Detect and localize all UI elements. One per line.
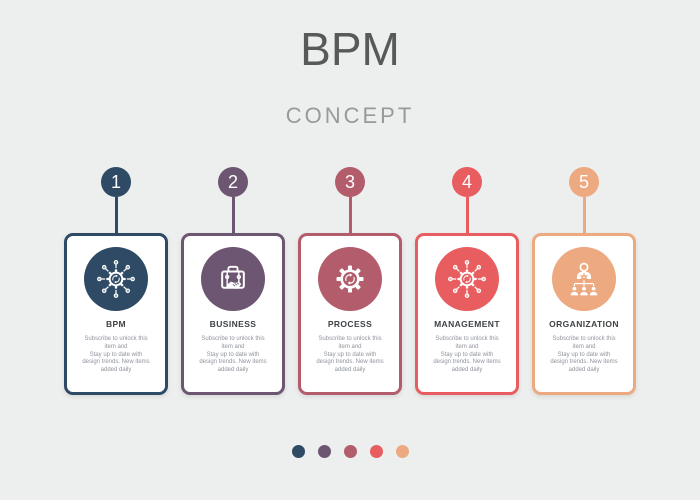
icon-circle — [201, 247, 265, 311]
step-number-badge: 4 — [452, 167, 482, 197]
icon-circle — [552, 247, 616, 311]
card-description: Subscribe to unlock this item and Stay u… — [199, 336, 267, 374]
steps-row: 1 — [0, 167, 700, 395]
gear-sync-icon — [336, 265, 364, 293]
gear-network-icon — [448, 260, 486, 298]
connector-line — [348, 197, 352, 233]
icon-circle — [435, 247, 499, 311]
page-title: BPM — [300, 23, 400, 75]
card-process: PROCESS Subscribe to unlock this item an… — [298, 233, 402, 395]
pagination-dot[interactable] — [291, 445, 305, 458]
card-business: BUSINESS Subscribe to unlock this item a… — [181, 233, 285, 395]
person-orgchart-icon — [570, 262, 598, 296]
step-4: 4 — [415, 167, 519, 395]
card-organization: ORGANIZATION Subscribe to unlock this it… — [532, 233, 636, 395]
connector-line — [465, 197, 469, 233]
step-number-badge: 5 — [569, 167, 599, 197]
card-description: Subscribe to unlock this item and Stay u… — [550, 336, 618, 374]
icon-circle — [318, 247, 382, 311]
connector-line — [582, 197, 586, 233]
card-description: Subscribe to unlock this item and Stay u… — [433, 336, 501, 374]
card-title: ORGANIZATION — [549, 319, 619, 329]
step-number-badge: 1 — [101, 167, 131, 197]
step-number-badge: 2 — [218, 167, 248, 197]
pagination-dot[interactable] — [343, 445, 357, 458]
pagination-dots — [0, 445, 700, 458]
step-5: 5 — [532, 167, 636, 395]
gear-network-icon — [97, 260, 135, 298]
card-description: Subscribe to unlock this item and Stay u… — [316, 336, 384, 374]
page-subtitle: CONCEPT — [285, 103, 415, 128]
step-2: 2 — [181, 167, 285, 395]
briefcase-handshake-icon — [221, 265, 245, 289]
step-3: 3 — [298, 167, 402, 395]
card-title: BPM — [105, 319, 127, 329]
pagination-dot[interactable] — [395, 445, 409, 458]
card-management: MANAGEMENT Subscribe to unlock this item… — [415, 233, 519, 395]
card-bpm: BPM Subscribe to unlock this item and St… — [64, 233, 168, 395]
step-number-badge: 3 — [335, 167, 365, 197]
icon-circle — [84, 247, 148, 311]
card-description: Subscribe to unlock this item and Stay u… — [82, 336, 150, 374]
connector-line — [231, 197, 235, 233]
card-title: PROCESS — [327, 319, 373, 329]
card-title: MANAGEMENT — [434, 319, 500, 329]
pagination-dot[interactable] — [317, 445, 331, 458]
step-1: 1 — [64, 167, 168, 395]
connector-line — [114, 197, 118, 233]
card-title: BUSINESS — [209, 319, 257, 329]
pagination-dot[interactable] — [369, 445, 383, 458]
